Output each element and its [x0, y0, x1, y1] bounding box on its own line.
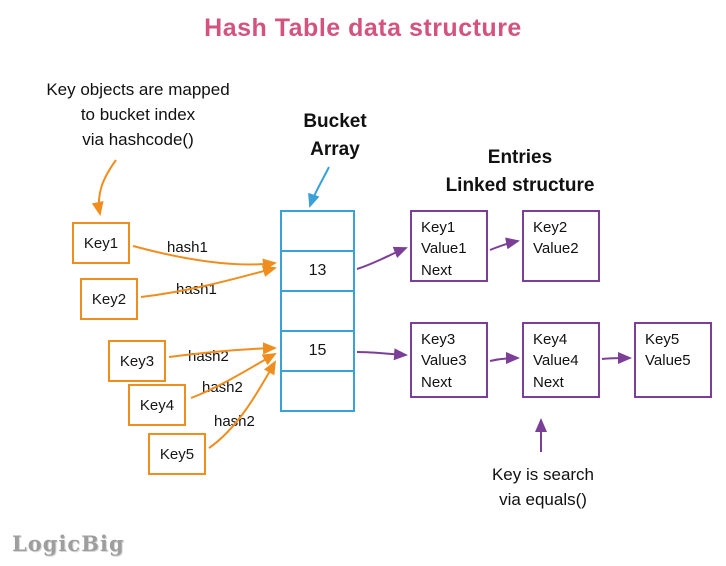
entry-box-5: Key5 Value5	[634, 322, 712, 398]
bucket-array-label: Bucket Array	[303, 111, 367, 160]
entry-box-3: Key3 Value3 Next	[410, 322, 488, 398]
arrow-bucket13-to-entry1	[356, 246, 408, 270]
arrow-entry1-to-entry2	[489, 237, 520, 251]
arrow-label-to-bucket-array	[308, 166, 330, 208]
arrow-entry3-to-entry4	[489, 352, 520, 365]
entries-label: Entries Linked structure	[445, 147, 595, 196]
key-box-key5: Key5	[148, 433, 206, 475]
entry-box-4: Key4 Value4 Next	[522, 322, 600, 398]
arrow-key5-to-bucket	[208, 360, 276, 449]
hash-label-5: hash2	[214, 413, 255, 430]
hash-label-3: hash2	[188, 348, 229, 365]
entry-box-2: Key2 Value2	[522, 210, 600, 282]
key-box-key2: Key2	[80, 278, 138, 320]
hash-label-2: hash1	[176, 281, 217, 298]
bucket-cell-2	[280, 290, 355, 332]
bucket-array: 13 15	[280, 210, 355, 412]
entry-box-1: Key1 Value1 Next	[410, 210, 488, 282]
logicbig-logo: LogicBig	[12, 531, 125, 556]
bucket-cell-4	[280, 370, 355, 412]
hash-label-1: hash1	[167, 239, 208, 256]
bucket-cell-3: 15	[280, 330, 355, 372]
hash-label-4: hash2	[202, 379, 243, 396]
key-box-key3: Key3	[108, 340, 166, 382]
arrow-entry4-to-entry5	[601, 352, 632, 365]
note-hashcode: Key objects are mapped to bucket index v…	[46, 80, 230, 150]
arrow-note-to-key1	[91, 159, 117, 216]
key-box-key1: Key1	[72, 222, 130, 264]
key-box-key4: Key4	[128, 384, 186, 426]
page-title: Hash Table data structure	[204, 14, 522, 42]
note-equals: Key is search via equals()	[491, 465, 595, 510]
bucket-cell-0	[280, 210, 355, 252]
bucket-cell-1: 13	[280, 250, 355, 292]
arrow-bucket15-to-entry3	[356, 348, 408, 361]
